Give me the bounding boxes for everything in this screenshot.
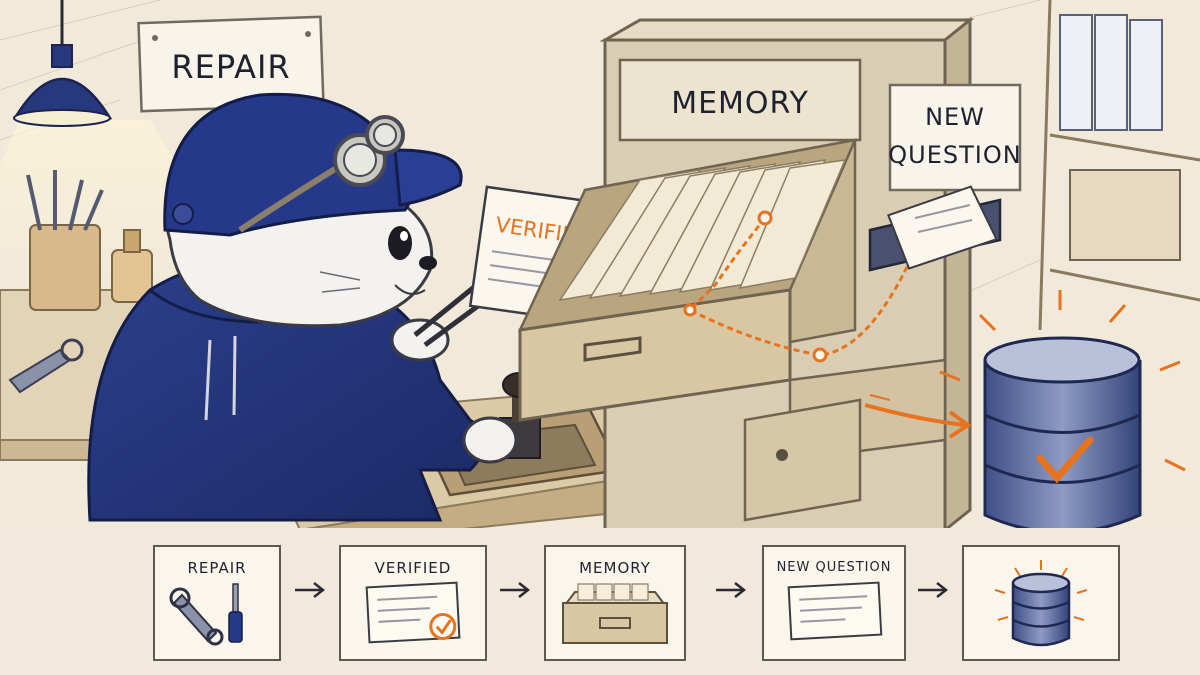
flow-step-verified: VERIFIED <box>339 545 487 661</box>
flow-arrow <box>500 582 531 598</box>
memory-label: MEMORY <box>671 86 809 121</box>
drawer-handle <box>583 336 642 362</box>
question-slot <box>868 185 1002 272</box>
seal-technician <box>87 92 522 522</box>
cap-brim <box>393 148 463 207</box>
flow-step-label: REPAIR <box>187 559 246 577</box>
verified-card-icon <box>365 581 461 644</box>
new-question-line2: QUESTION <box>888 141 1021 169</box>
flow-step-new-question: NEW QUESTION <box>762 545 906 661</box>
flipper-right <box>462 416 518 464</box>
flow-arrow <box>918 582 949 598</box>
goggles <box>238 115 405 233</box>
memory-label-plate <box>618 58 862 142</box>
flow-step-repair: REPAIR <box>153 545 281 661</box>
question-card-icon <box>787 581 883 641</box>
flow-arrow <box>295 582 326 598</box>
new-question-sign: NEW QUESTION <box>888 83 1022 192</box>
wrench-screwdriver-icon <box>169 583 243 646</box>
repair-sign-text: REPAIR <box>171 48 290 86</box>
card-drawer-icon <box>562 583 668 644</box>
shelves <box>1038 0 1200 331</box>
check-icon <box>1036 436 1094 484</box>
flow-step-database <box>962 545 1120 661</box>
database-icon <box>939 290 1186 534</box>
flow-arrow <box>716 582 747 598</box>
flipper-left <box>390 318 450 362</box>
tool-cup <box>29 224 101 311</box>
flow-step-label: MEMORY <box>579 559 651 577</box>
seal-nose <box>419 256 437 270</box>
flow-step-label: NEW QUESTION <box>777 560 892 575</box>
flow-step-label: VERIFIED <box>375 559 452 577</box>
database-check-icon <box>994 560 1088 647</box>
flow-step-memory: MEMORY <box>544 545 686 661</box>
new-question-line1: NEW <box>925 103 985 131</box>
arrow-to-database <box>864 394 972 439</box>
glow-rays <box>939 290 1186 472</box>
seal-eye <box>388 226 412 260</box>
